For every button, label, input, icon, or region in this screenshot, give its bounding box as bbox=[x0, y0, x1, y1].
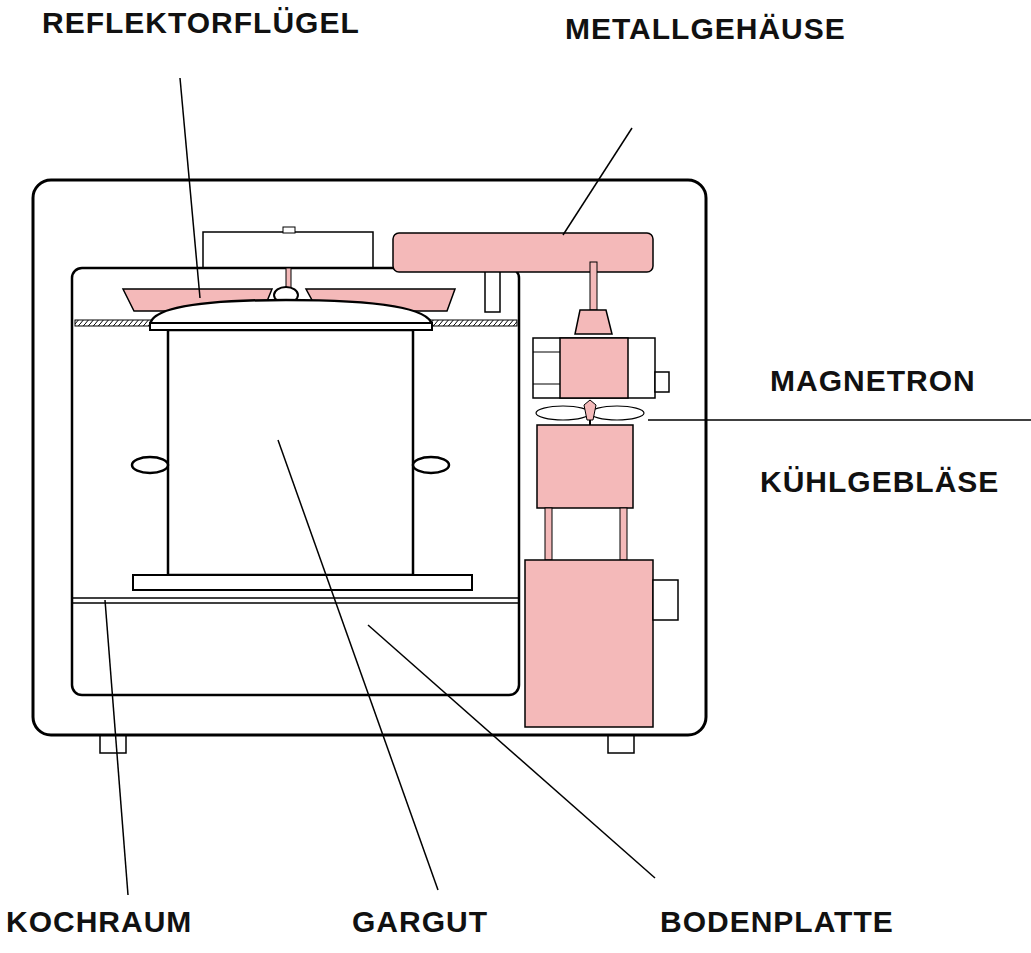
antenna-rod bbox=[590, 262, 597, 310]
antenna-cap bbox=[575, 310, 612, 334]
turntable-plate bbox=[133, 575, 472, 590]
part-label: BODENPLATTE bbox=[660, 905, 894, 938]
leader-line bbox=[368, 625, 655, 878]
pot-handle bbox=[413, 457, 449, 473]
magnetron-body bbox=[533, 338, 655, 398]
leader-line bbox=[105, 600, 128, 895]
transformer-terminal bbox=[653, 580, 678, 620]
metal-housing bbox=[393, 233, 653, 272]
lid-rim bbox=[150, 323, 432, 330]
pot-body bbox=[168, 330, 413, 575]
pot-lid bbox=[150, 300, 432, 325]
leader-line bbox=[563, 128, 632, 235]
part-label: KÜHLGEBLÄSE bbox=[760, 465, 999, 498]
leader-line bbox=[180, 78, 200, 298]
outer-case bbox=[33, 180, 706, 735]
stirrer-cap bbox=[283, 227, 295, 233]
motor-leg bbox=[545, 508, 552, 560]
stirrer-motor bbox=[203, 232, 373, 268]
fan-blade bbox=[536, 406, 590, 420]
part-label: REFLEKTORFLÜGEL bbox=[42, 6, 360, 39]
motor-leg bbox=[620, 508, 627, 560]
part-label: KOCHRAUM bbox=[6, 905, 192, 938]
pot-handle bbox=[132, 457, 168, 473]
part-label: MAGNETRON bbox=[770, 364, 976, 397]
leader-line bbox=[648, 419, 1031, 421]
transformer bbox=[525, 560, 653, 727]
fan-blade bbox=[590, 406, 644, 420]
part-label: GARGUT bbox=[352, 905, 488, 938]
cooking-cavity bbox=[72, 268, 519, 695]
magnetron-terminal bbox=[655, 372, 669, 392]
fan-motor bbox=[537, 425, 633, 508]
fan-hub bbox=[584, 400, 596, 420]
part-label: METALLGEHÄUSE bbox=[565, 12, 846, 45]
waveguide-outlet bbox=[485, 270, 500, 312]
magnetron-core bbox=[560, 338, 628, 398]
